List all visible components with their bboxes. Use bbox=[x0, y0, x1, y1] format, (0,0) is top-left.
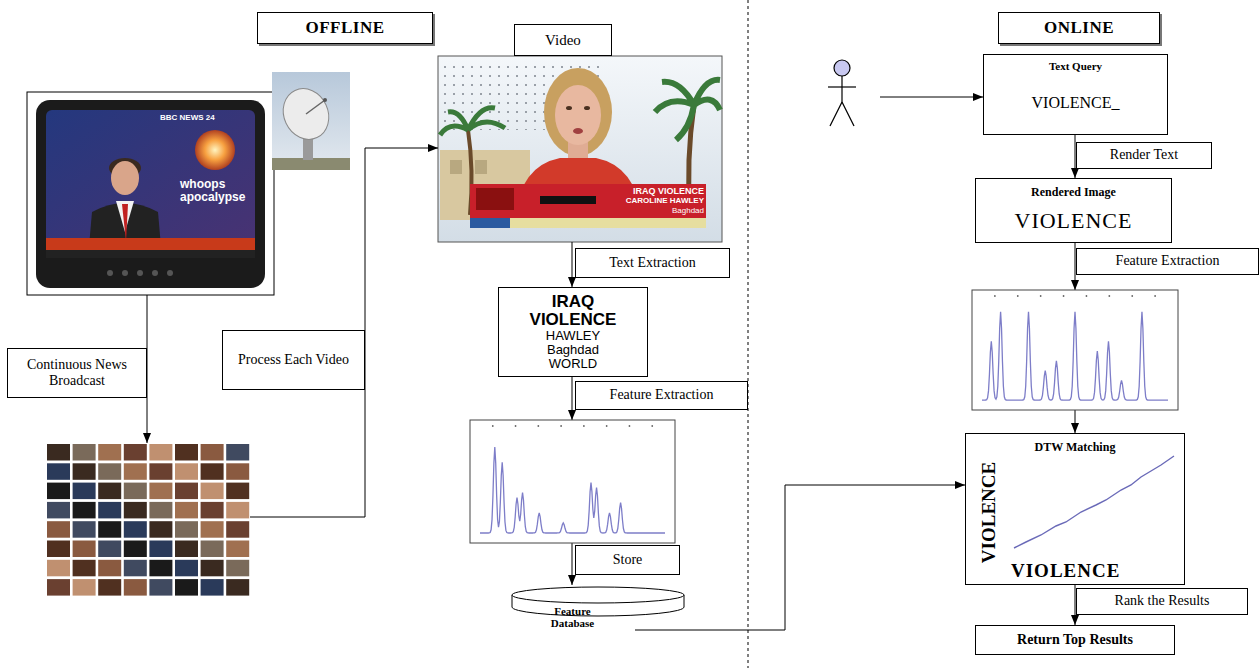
node-text: Store bbox=[613, 552, 643, 568]
divider-line bbox=[748, 0, 749, 668]
query-word: VIOLENCE_ bbox=[1032, 94, 1120, 112]
caption-text: Baghdad bbox=[596, 206, 704, 215]
node-text: Feature Extraction bbox=[1116, 253, 1220, 269]
step-label: Rank the Results bbox=[1076, 588, 1248, 615]
result-box: Return Top Results bbox=[975, 625, 1175, 655]
node-text: OFFLINE bbox=[305, 18, 384, 38]
node-text: ONLINE bbox=[1044, 18, 1114, 38]
node-text: Process Each Video bbox=[238, 352, 349, 368]
thumbnail-grid bbox=[47, 444, 249, 596]
extracted-word: VIOLENCE bbox=[530, 311, 617, 329]
section-header: ONLINE bbox=[998, 12, 1160, 44]
video-still bbox=[438, 56, 722, 242]
step-label: Feature Extraction bbox=[1076, 248, 1259, 275]
section-header: OFFLINE bbox=[257, 12, 433, 44]
step-label: Store bbox=[575, 545, 680, 575]
feature-database: Feature Database bbox=[510, 585, 635, 661]
rendered-image-box: Rendered ImageVIOLENCE bbox=[975, 178, 1172, 243]
node-text: Render Text bbox=[1110, 147, 1178, 163]
step-label: Render Text bbox=[1076, 142, 1212, 169]
caption-text: IRAQ VIOLENCE bbox=[596, 186, 704, 196]
node-text: Feature Extraction bbox=[610, 387, 714, 403]
axis-word: VIOLENCE bbox=[979, 461, 998, 562]
query-box: Text QueryVIOLENCE_ bbox=[983, 54, 1168, 135]
box-heading: Rendered Image bbox=[1031, 185, 1116, 200]
extracted-word: Baghdad bbox=[547, 343, 599, 357]
extracted-text-box: IRAQVIOLENCEHAWLEYBaghdadWORLD bbox=[498, 287, 648, 377]
caption-text: whoops apocalypse bbox=[180, 178, 254, 203]
dtw-matching-box: DTW MatchingVIOLENCE VIOLENCE bbox=[965, 433, 1185, 585]
satellite-dish bbox=[272, 72, 350, 170]
query-word: VIOLENCE bbox=[1015, 208, 1133, 234]
feature-plot bbox=[470, 420, 675, 543]
extracted-word: HAWLEY bbox=[546, 329, 600, 343]
flow-arrow bbox=[635, 485, 965, 630]
extracted-word: WORLD bbox=[549, 357, 597, 371]
channel-logo-text: BBC NEWS 24 bbox=[160, 113, 230, 123]
node-text: Continuous News Broadcast bbox=[12, 357, 142, 389]
node-text: Rank the Results bbox=[1115, 593, 1210, 609]
box-heading: Video bbox=[514, 24, 612, 56]
step-label: Text Extraction bbox=[575, 248, 730, 278]
node-text: Feature Database bbox=[541, 605, 605, 629]
step-label: Continuous News Broadcast bbox=[7, 348, 147, 398]
box-heading: Text Query bbox=[1049, 60, 1102, 72]
step-label: Feature Extraction bbox=[575, 381, 748, 410]
step-label: Process Each Video bbox=[222, 330, 365, 390]
flow-arrow bbox=[572, 242, 573, 287]
tv-illustration bbox=[27, 92, 274, 295]
node-text: Text Extraction bbox=[609, 255, 696, 271]
node-text: Return Top Results bbox=[1017, 632, 1133, 648]
feature-plot bbox=[972, 290, 1178, 410]
caption-text: CAROLINE HAWLEY bbox=[596, 196, 704, 205]
cylinder-outline bbox=[510, 585, 686, 617]
axis-word: VIOLENCE bbox=[1011, 561, 1120, 580]
box-heading: DTW Matching bbox=[1035, 440, 1116, 455]
flow-line bbox=[147, 97, 1075, 585]
extracted-word: IRAQ bbox=[552, 293, 595, 311]
user-figure bbox=[828, 60, 856, 126]
